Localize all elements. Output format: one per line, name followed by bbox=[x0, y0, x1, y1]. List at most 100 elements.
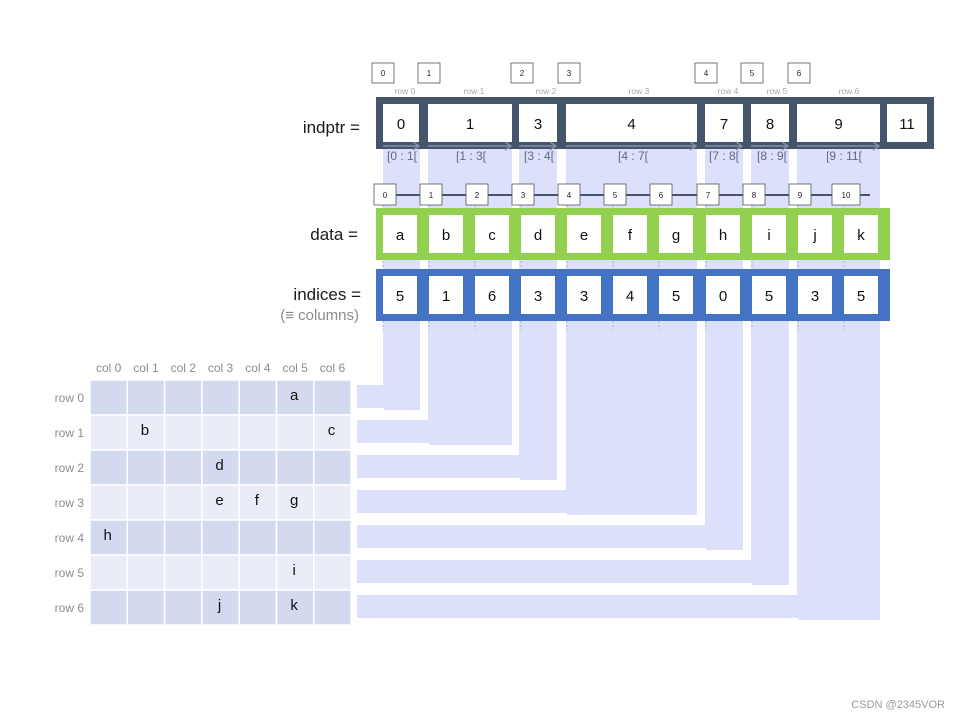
indptr-row-name: row 1 bbox=[464, 86, 485, 96]
matrix-cell bbox=[126, 379, 166, 416]
matrix-cell bbox=[163, 379, 203, 416]
data-tag-box bbox=[419, 183, 443, 206]
range-arrow-head bbox=[689, 141, 698, 151]
data-tag-box bbox=[373, 183, 397, 206]
matrix-cell bbox=[201, 414, 240, 451]
indices-cell bbox=[752, 276, 786, 314]
matrix-value: b bbox=[141, 422, 149, 439]
matrix-cell bbox=[275, 589, 315, 626]
row-band-gap bbox=[357, 478, 520, 481]
indptr-row-name: row 2 bbox=[536, 86, 557, 96]
watermark: CSDN @2345VOR bbox=[851, 699, 945, 711]
indptr-range: [8 : 9[ bbox=[757, 149, 788, 163]
matrix-value: f bbox=[255, 492, 260, 509]
data-value: h bbox=[719, 227, 727, 244]
data-value: a bbox=[396, 227, 405, 244]
indptr-value: 11 bbox=[899, 116, 915, 133]
data-value: f bbox=[628, 227, 633, 244]
data-cell bbox=[659, 215, 693, 253]
matrix-cell bbox=[126, 519, 166, 556]
indptr-tag: 2 bbox=[520, 69, 525, 78]
data-tag-box bbox=[788, 183, 812, 206]
indices-cell bbox=[429, 276, 463, 314]
row-bands bbox=[357, 100, 880, 621]
data-value: b bbox=[442, 227, 450, 244]
indices-value: 5 bbox=[857, 288, 865, 305]
matrix-row-header: row 5 bbox=[55, 566, 85, 580]
matrix-row-header: row 0 bbox=[55, 391, 85, 405]
row-band-horizontal bbox=[357, 455, 557, 478]
data-tag-box bbox=[557, 183, 581, 206]
matrix-cell bbox=[238, 449, 278, 486]
range-arrow-head bbox=[781, 141, 790, 151]
row-band-horizontal bbox=[357, 595, 880, 618]
matrix-col-header: col 2 bbox=[171, 361, 197, 375]
indptr-tag: 1 bbox=[427, 69, 432, 78]
indices-sublabel: (≡ columns) bbox=[280, 307, 359, 324]
row-band-gap bbox=[357, 618, 798, 621]
matrix-value: d bbox=[215, 457, 223, 474]
matrix-value: a bbox=[290, 387, 299, 404]
data-tag: 6 bbox=[659, 191, 664, 200]
indices-value: 5 bbox=[672, 288, 680, 305]
data-value: d bbox=[534, 227, 542, 244]
indptr-value: 1 bbox=[466, 116, 474, 133]
data-tag-box bbox=[696, 183, 720, 206]
data-tag-box bbox=[649, 183, 673, 206]
indices-cell bbox=[567, 276, 601, 314]
indptr-tag: 6 bbox=[797, 69, 802, 78]
data-tag: 7 bbox=[706, 191, 711, 200]
row-band-horizontal bbox=[357, 525, 743, 548]
indptr-value: 7 bbox=[720, 116, 728, 133]
matrix-cell bbox=[238, 589, 278, 626]
indices-value: 4 bbox=[626, 288, 634, 305]
data-tag: 3 bbox=[521, 191, 526, 200]
data-value: c bbox=[488, 227, 496, 244]
indptr-cell bbox=[519, 104, 557, 142]
indices-cell bbox=[659, 276, 693, 314]
indices-cell bbox=[706, 276, 740, 314]
indptr-row-name: row 5 bbox=[767, 86, 788, 96]
matrix-cell bbox=[313, 449, 352, 486]
matrix-cell bbox=[275, 484, 315, 521]
indptr-value: 8 bbox=[766, 116, 774, 133]
matrix-value: g bbox=[290, 492, 298, 509]
indptr-tag: 0 bbox=[381, 69, 386, 78]
indptr-tag-box bbox=[740, 62, 764, 84]
matrix-cell bbox=[89, 414, 129, 451]
data-cell bbox=[383, 215, 417, 253]
matrix-row-header: row 3 bbox=[55, 496, 85, 510]
matrix-col-header: col 6 bbox=[320, 361, 346, 375]
matrix-cell bbox=[163, 589, 203, 626]
data-value: g bbox=[672, 227, 680, 244]
indptr-range: [3 : 4[ bbox=[524, 149, 555, 163]
data-cell bbox=[521, 215, 555, 253]
data-tag: 10 bbox=[842, 191, 851, 200]
range-arrow-head bbox=[504, 141, 513, 151]
indices-value: 3 bbox=[580, 288, 588, 305]
range-arrow-head bbox=[412, 141, 421, 151]
matrix-cell bbox=[89, 554, 129, 591]
matrix-cell bbox=[89, 589, 129, 626]
indptr-cell bbox=[383, 104, 419, 142]
indptr-tag-box bbox=[557, 62, 581, 84]
data-cell bbox=[475, 215, 509, 253]
row-band-horizontal bbox=[357, 560, 789, 583]
matrix-cell bbox=[126, 414, 166, 451]
indices-value: 3 bbox=[811, 288, 819, 305]
indptr-range: [4 : 7[ bbox=[618, 149, 649, 163]
matrix-row-header: row 2 bbox=[55, 461, 85, 475]
matrix-col-header: col 4 bbox=[245, 361, 271, 375]
indices-value: 0 bbox=[719, 288, 727, 305]
matrix-cell bbox=[126, 484, 166, 521]
row-band-gap bbox=[357, 443, 429, 446]
data-value: k bbox=[857, 227, 865, 244]
data-cell bbox=[567, 215, 601, 253]
data-tag-box bbox=[831, 183, 861, 206]
matrix-cell bbox=[201, 589, 240, 626]
matrix-cell bbox=[163, 414, 203, 451]
indices-cell bbox=[798, 276, 832, 314]
data-cell bbox=[844, 215, 878, 253]
